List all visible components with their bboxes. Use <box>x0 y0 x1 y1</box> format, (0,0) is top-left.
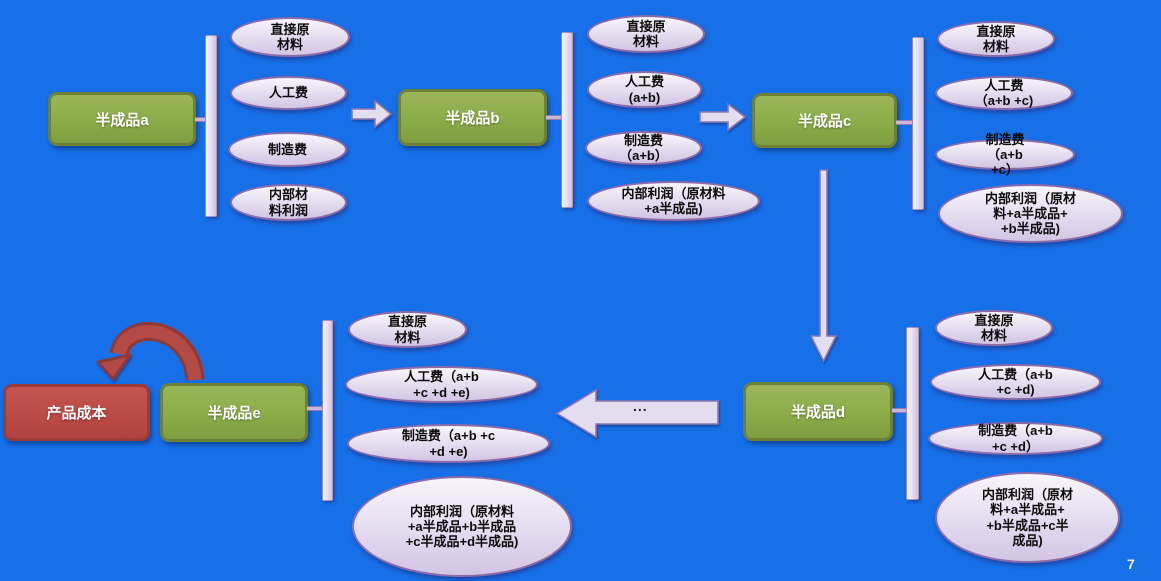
node-semifinished-c: 半成品c <box>752 93 897 148</box>
bracket-bar <box>205 35 217 217</box>
cost-ellipse-c-manufacturing: 制造费 （a+b +c） <box>935 132 1075 177</box>
curved-arrow-icon <box>96 322 205 382</box>
cost-ellipse-e-profit: 内部利润（原材料 +a半成品+b半成品 +c半成品+d半成品) <box>352 476 572 577</box>
node-product-cost: 产品成本 <box>3 384 150 441</box>
cost-ellipse-c-materials: 直接原 材料 <box>937 21 1055 57</box>
cost-ellipse-d-manufacturing: 制造费（a+b +c +d） <box>928 422 1103 455</box>
cost-ellipse-d-labor: 人工费（a+b +c +d) <box>930 364 1101 400</box>
node-semifinished-a: 半成品a <box>48 92 196 146</box>
cost-ellipse-b-manufacturing: 制造费 （a+b） <box>585 131 702 165</box>
connector-line <box>546 115 562 120</box>
cost-ellipse-a-manufacturing: 制造费 <box>228 132 347 167</box>
cost-ellipse-c-profit: 内部利润（原材 料+a半成品+ +b半成品) <box>938 184 1123 243</box>
cost-ellipse-e-labor: 人工费（a+b +c +d +e) <box>345 366 538 403</box>
bracket-bar <box>322 320 333 501</box>
cost-ellipse-a-labor: 人工费 <box>230 76 347 110</box>
connector-line <box>307 406 323 411</box>
node-semifinished-e: 半成品e <box>160 383 308 442</box>
cost-ellipse-b-profit: 内部利润（原材料 +a半成品) <box>587 181 760 221</box>
cost-ellipse-a-materials: 直接原 材料 <box>230 17 350 57</box>
cost-ellipse-c-labor: 人工费 （a+b +c) <box>935 76 1073 110</box>
flow-arrow-down-icon <box>809 169 838 363</box>
cost-ellipse-b-materials: 直接原 材料 <box>587 15 705 53</box>
bracket-bar <box>912 37 924 210</box>
flow-arrow-left-icon <box>555 388 719 439</box>
node-semifinished-b: 半成品b <box>398 89 547 146</box>
cost-ellipse-d-profit: 内部利润（原材 料+a半成品+ +b半成品+c半 成品) <box>935 472 1120 563</box>
bracket-bar <box>906 327 919 500</box>
flow-arrow-right-icon <box>699 102 747 132</box>
page-number: 7 <box>1127 556 1135 572</box>
ellipsis-label: ... <box>633 398 648 414</box>
flow-arrow-right-icon <box>351 99 393 129</box>
cost-ellipse-e-manufacturing: 制造费（a+b +c +d +e) <box>347 424 550 463</box>
cost-ellipse-d-materials: 直接原 材料 <box>935 310 1053 346</box>
node-semifinished-d: 半成品d <box>743 382 893 441</box>
connector-line <box>195 117 206 122</box>
connector-line <box>896 120 913 125</box>
cost-ellipse-b-labor: 人工费 (a+b) <box>587 71 702 108</box>
cost-ellipse-a-profit: 内部材 料利润 <box>230 184 347 221</box>
connector-line <box>892 408 907 413</box>
bracket-bar <box>561 32 573 208</box>
cost-ellipse-e-materials: 直接原 材料 <box>348 311 467 348</box>
